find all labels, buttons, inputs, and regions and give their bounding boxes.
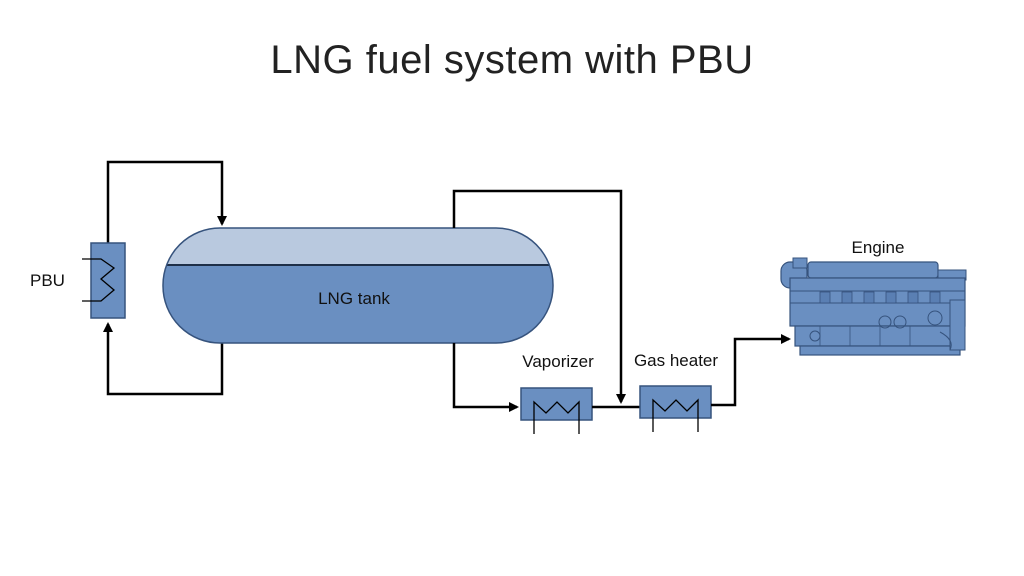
- engine-icon: [780, 257, 967, 356]
- lng-tank: [162, 227, 554, 344]
- gas-heater: [639, 385, 712, 432]
- vaporizer-label: Vaporizer: [522, 352, 594, 371]
- tank-label: LNG tank: [318, 289, 390, 308]
- gas-heater-label: Gas heater: [634, 351, 718, 370]
- heat-exchanger-icon: [82, 258, 116, 302]
- slide-title: LNG fuel system with PBU: [270, 38, 754, 82]
- liquid-feed-line: [452, 343, 519, 412]
- heat-exchanger-icon: [533, 400, 580, 420]
- pbu-return-line: [106, 160, 227, 243]
- engine-feed-line: [711, 334, 791, 407]
- pbu-feed-line: [103, 322, 224, 396]
- engine: [780, 257, 967, 356]
- pbu-label: PBU: [30, 271, 65, 290]
- vaporizer: [520, 387, 593, 434]
- boil-off-gas-line: [452, 189, 626, 404]
- pbu-heat-exchanger: [82, 242, 126, 319]
- heat-exchanger-icon: [652, 398, 699, 418]
- engine-label: Engine: [852, 238, 905, 257]
